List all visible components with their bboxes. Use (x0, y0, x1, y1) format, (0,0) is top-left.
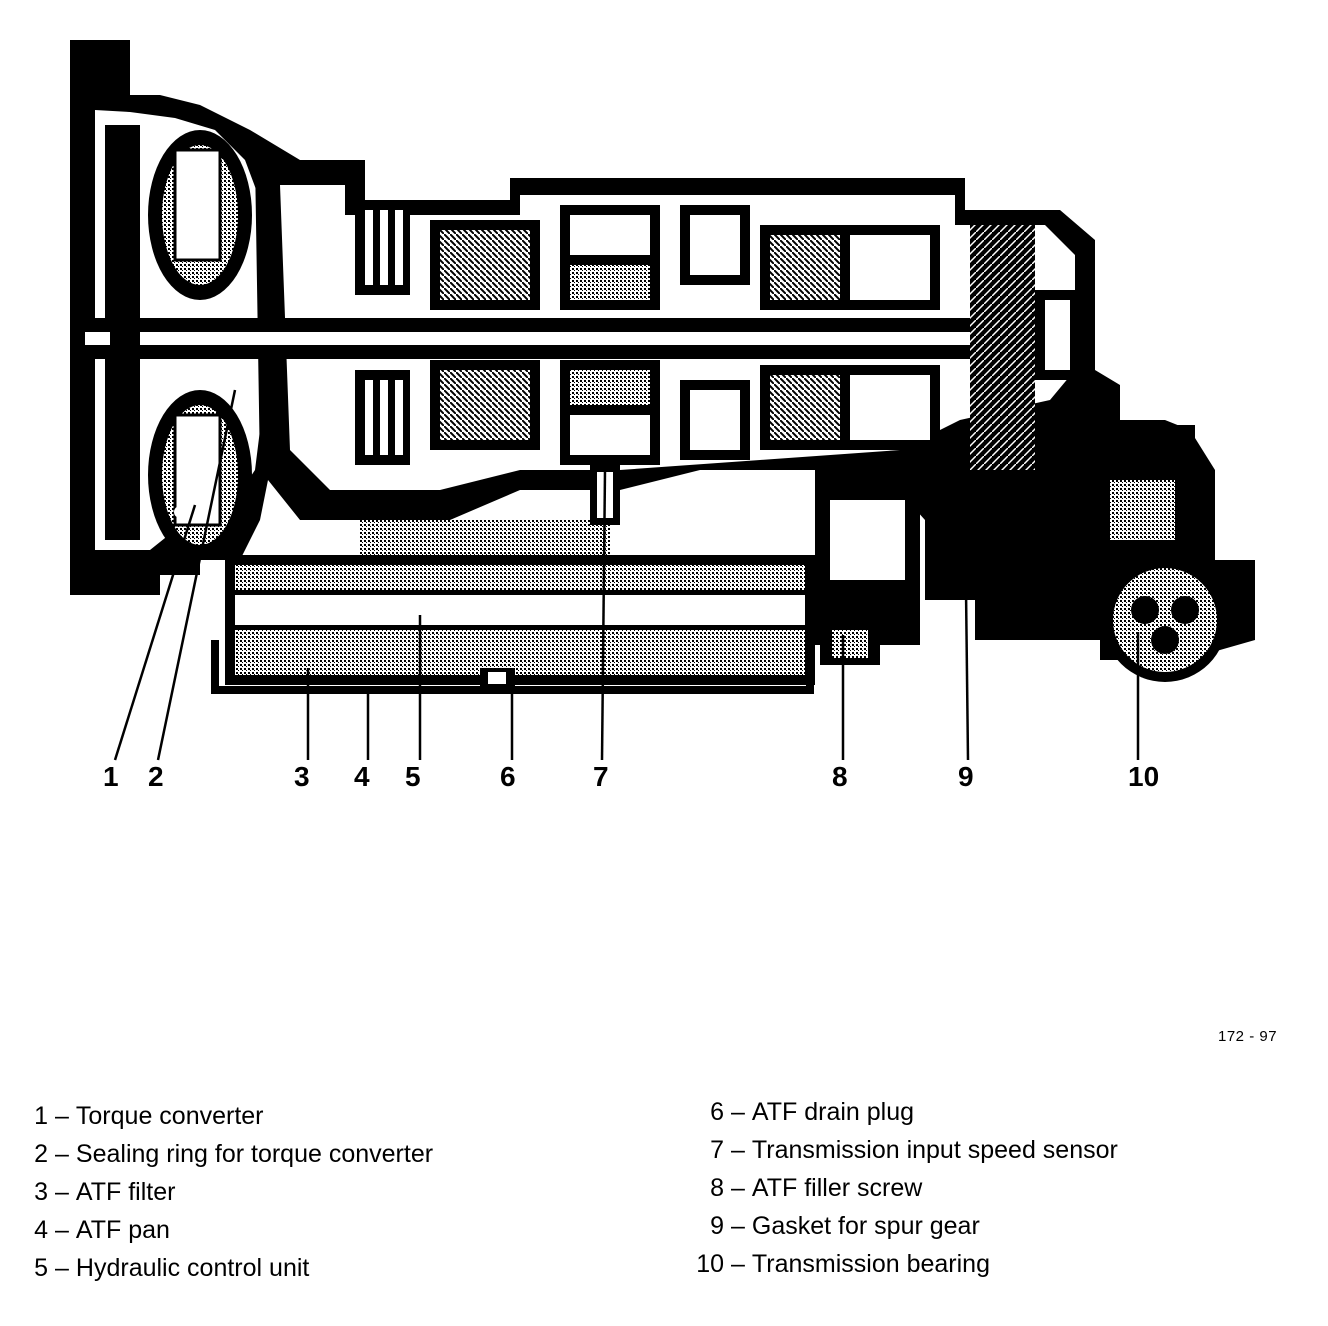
hydraulic-control-unit (225, 470, 920, 685)
legend-label: ATF pan (75, 1216, 170, 1244)
legend-separator: – (731, 1136, 745, 1164)
leader-lines (113, 389, 1140, 761)
legend-number: 7 (710, 1136, 724, 1164)
output-flange (1085, 425, 1250, 682)
callout-1: 1 (103, 761, 119, 792)
callout-10: 10 (1128, 761, 1160, 792)
legend-item: 8–ATF filler screw (690, 1169, 1118, 1207)
legend-item: 2–Sealing ring for torque converter (30, 1135, 433, 1173)
main-shaft (85, 300, 985, 380)
callout-2: 2 (148, 761, 164, 792)
legend-item: 9–Gasket for spur gear (690, 1207, 1118, 1245)
clutch-packs-upper (355, 200, 940, 310)
legend-separator: – (55, 1102, 69, 1130)
legend-item: 10–Transmission bearing (690, 1245, 1118, 1283)
legend-left-column: 1–Torque converter 2–Sealing ring for to… (30, 1097, 433, 1287)
legend-separator: – (731, 1098, 745, 1126)
legend-item: 6–ATF drain plug (690, 1093, 1118, 1131)
callout-7: 7 (593, 761, 609, 792)
callout-6: 6 (500, 761, 516, 792)
figure-reference: 172 - 97 (1218, 1028, 1278, 1045)
spur-gear (970, 225, 1080, 470)
legend-item: 4–ATF pan (30, 1211, 433, 1249)
legend-label: Transmission input speed sensor (751, 1136, 1118, 1164)
legend-number: 5 (34, 1254, 48, 1282)
legend-label: Hydraulic control unit (75, 1254, 310, 1282)
legend-label: ATF drain plug (751, 1098, 915, 1126)
legend-separator: – (731, 1250, 745, 1278)
legend-label: Transmission bearing (751, 1250, 990, 1278)
legend-separator: – (731, 1212, 745, 1240)
legend-item: 5–Hydraulic control unit (30, 1249, 433, 1287)
legend-number: 10 (696, 1250, 724, 1278)
legend-separator: – (55, 1254, 69, 1282)
legend-label: Sealing ring for torque converter (75, 1140, 434, 1168)
legend-separator: – (55, 1140, 69, 1168)
legend-separator: – (731, 1174, 745, 1202)
legend-number: 1 (34, 1102, 48, 1130)
legend-number: 2 (34, 1140, 48, 1168)
legend-item: 7–Transmission input speed sensor (690, 1131, 1118, 1169)
callout-9: 9 (958, 761, 974, 792)
legend-label: ATF filler screw (751, 1174, 923, 1202)
transmission-cutaway-diagram (70, 40, 1255, 761)
callout-8: 8 (832, 761, 848, 792)
torque-converter (148, 130, 252, 560)
callout-3: 3 (294, 761, 310, 792)
callout-4: 4 (354, 761, 370, 792)
legend-item: 1–Torque converter (30, 1097, 433, 1135)
legend-label: Torque converter (75, 1102, 264, 1130)
legend-number: 9 (710, 1212, 724, 1240)
legend-separator: – (55, 1178, 69, 1206)
legend-separator: – (55, 1216, 69, 1244)
legend-label: Gasket for spur gear (751, 1212, 980, 1240)
legend-label: ATF filter (75, 1178, 176, 1206)
legend-right-column: 6–ATF drain plug 7–Transmission input sp… (690, 1093, 1118, 1283)
legend-item: 3–ATF filter (30, 1173, 433, 1211)
legend-number: 8 (710, 1174, 724, 1202)
legend-number: 3 (34, 1178, 48, 1206)
legend-number: 6 (710, 1098, 724, 1126)
legend-number: 4 (34, 1216, 48, 1244)
clutch-packs-lower (355, 360, 940, 465)
callout-5: 5 (405, 761, 421, 792)
